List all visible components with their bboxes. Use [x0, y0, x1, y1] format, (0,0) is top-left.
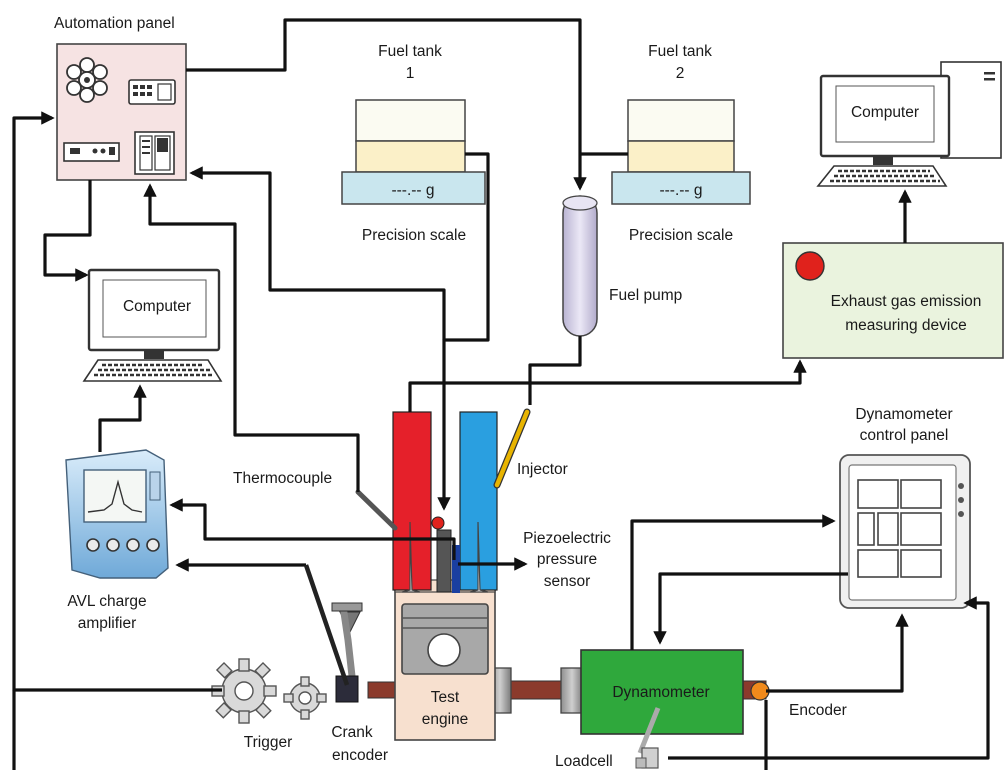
line-panel-to-dyno: [653, 572, 848, 645]
dynamometer: Dynamometer Encoder: [580, 649, 847, 735]
connections: [12, 18, 990, 770]
fuel-tank-1-title: Fuel tank: [378, 43, 442, 60]
test-engine: Test engine: [394, 579, 496, 741]
rack-unit-icon: [63, 142, 120, 162]
exhaust-device-label-line2: measuring device: [845, 317, 966, 334]
piezo-label-line1: Piezoelectric: [523, 530, 611, 547]
crank-encoder-label-line1: Crank: [331, 724, 373, 741]
intake-runner: [392, 411, 432, 591]
scale-1-readout: ---.-- g: [391, 182, 434, 199]
avl-label-line1: AVL charge: [67, 593, 146, 610]
injector-icon: Injector: [493, 408, 568, 489]
precision-scale-1: ---.-- g Precision scale: [341, 171, 486, 244]
trigger-gears-icon: Trigger: [211, 658, 327, 751]
crank-encoder-icon: Crank encoder: [331, 602, 388, 764]
automation-panel-label: Automation panel: [54, 15, 175, 32]
fuel-pump-label: Fuel pump: [609, 287, 682, 304]
dial-cluster-icon: [66, 57, 108, 103]
cabinet-icon: [134, 131, 175, 175]
line-encoder-to-panel: [766, 613, 909, 693]
fuel-tank-2-title: Fuel tank: [648, 43, 712, 60]
line-engine-to-exhaust: [408, 359, 807, 412]
test-engine-label-line1: Test: [431, 689, 460, 706]
fuel-tank-1-number: 1: [406, 65, 415, 82]
dynamometer-control-panel: Dynamometer control panel: [839, 406, 971, 609]
automation-panel: Automation panel: [54, 15, 187, 181]
loadcell-label: Loadcell: [555, 753, 613, 770]
trigger-label: Trigger: [244, 734, 293, 751]
line-engine-to-panel-1: [189, 166, 446, 340]
computer-left-label: Computer: [123, 298, 191, 315]
piezo-label-line2: pressure: [537, 551, 597, 568]
fuel-tank-1: Fuel tank 1: [355, 43, 466, 173]
line-thermo-to-panel: [143, 183, 360, 492]
line-tank1-to-engine: [437, 152, 490, 511]
line-trigger-to-panel: [12, 111, 222, 692]
line-crank-diagonal: [303, 564, 350, 686]
control-module-icon: [128, 79, 176, 105]
piezo-sensor-icon: [431, 516, 460, 593]
scale-2-readout: ---.-- g: [659, 182, 702, 199]
line-dyno-to-panel: [630, 514, 836, 650]
encoder-label: Encoder: [789, 702, 847, 719]
loadcell-icon: Loadcell: [555, 707, 661, 770]
fuel-tank-2: Fuel tank 2: [627, 43, 735, 173]
exhaust-device-label-line1: Exhaust gas emission: [831, 293, 982, 310]
piezo-label-line3: sensor: [544, 573, 591, 590]
avl-charge-amplifier: AVL charge amplifier: [65, 449, 169, 632]
precision-scale-2: ---.-- g Precision scale: [611, 171, 751, 244]
line-pump-down: [528, 336, 582, 405]
dynamometer-label: Dynamometer: [612, 684, 709, 701]
crank-encoder-label-line2: encoder: [332, 747, 388, 764]
injector-label: Injector: [517, 461, 568, 478]
avl-label-line2: amplifier: [78, 615, 137, 632]
precision-scale-2-label: Precision scale: [629, 227, 733, 244]
fuel-tank-2-number: 2: [676, 65, 685, 82]
line-piezo-to-avl: [169, 498, 456, 560]
thermocouple-label: Thermocouple: [233, 470, 332, 487]
thermocouple-icon: Thermocouple: [233, 470, 398, 531]
line-avl-to-computer: [98, 384, 147, 452]
line-panel-to-computer: [43, 180, 92, 282]
dyno-panel-label-line2: control panel: [860, 427, 949, 444]
dyno-panel-label-line1: Dynamometer: [855, 406, 952, 423]
computer-top: Computer: [816, 61, 1002, 187]
indicator-light-icon: [795, 251, 825, 281]
computer-left: Computer: [82, 268, 223, 382]
valves: [401, 521, 489, 593]
fuel-pump: Fuel pump: [562, 195, 682, 337]
test-engine-label-line2: engine: [422, 711, 469, 728]
line-panel-to-pump: [186, 18, 587, 191]
precision-scale-1-label: Precision scale: [362, 227, 466, 244]
exhaust-gas-device: Exhaust gas emission measuring device: [782, 242, 1004, 359]
line-loadcell-to-panel: [668, 596, 990, 760]
computer-top-label: Computer: [851, 104, 919, 121]
